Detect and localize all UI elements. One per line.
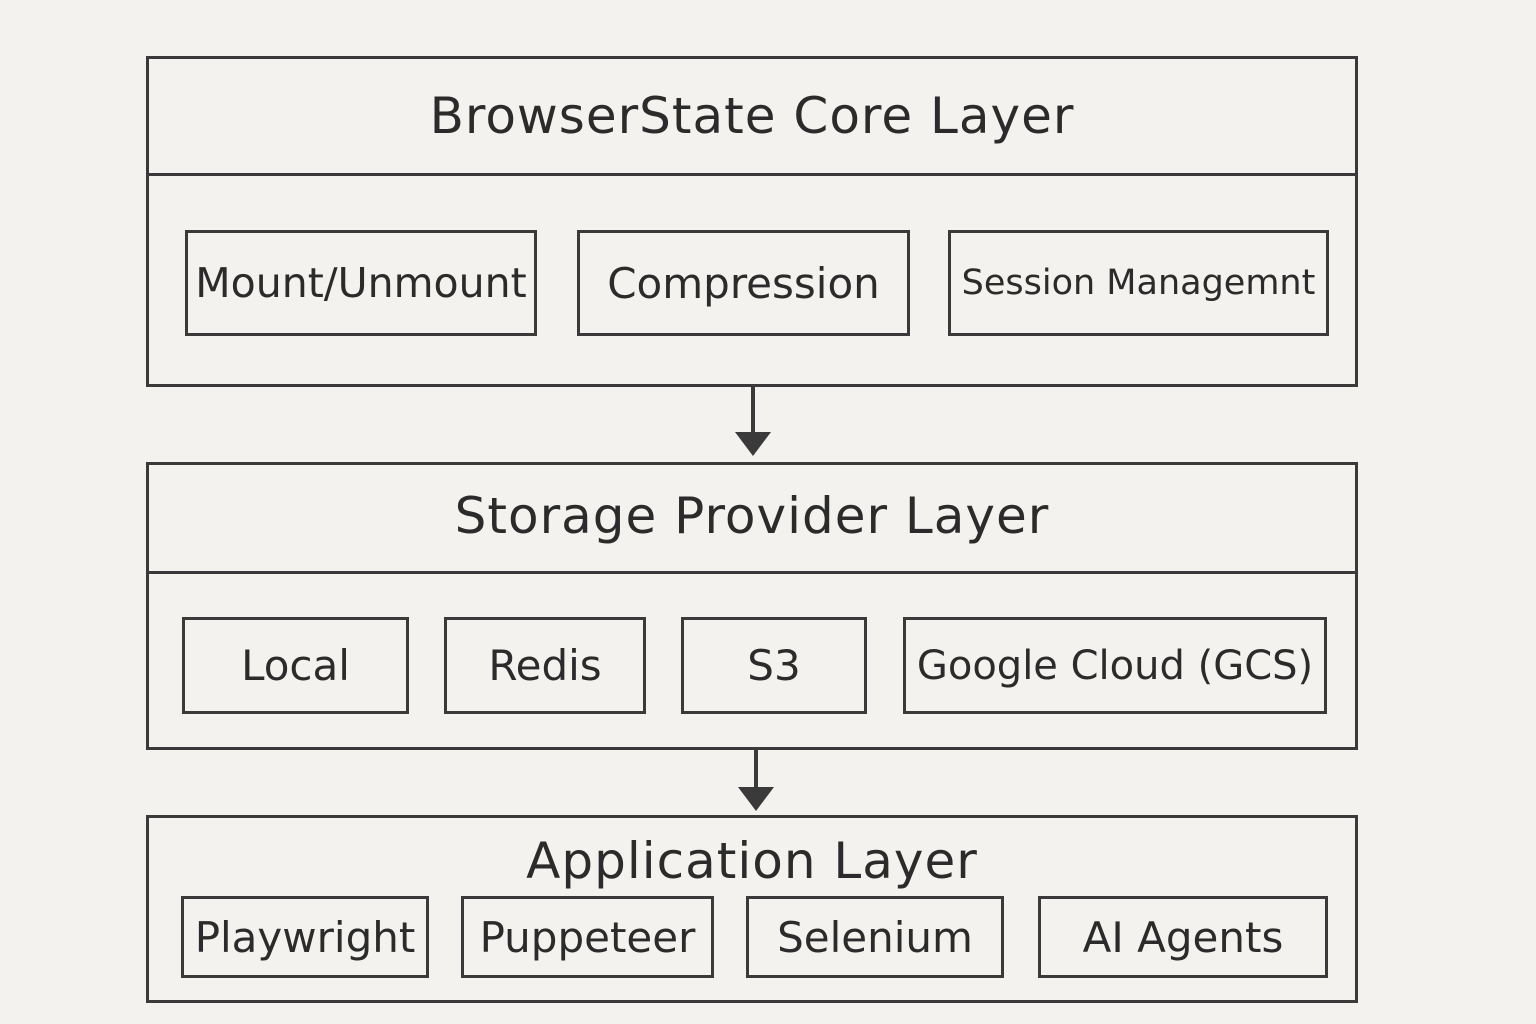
core-component-label: Compression <box>607 258 880 308</box>
application-layer-title: Application Layer <box>526 832 978 890</box>
arrow-core-to-storage <box>735 386 771 456</box>
storage-component-label: Redis <box>488 641 602 690</box>
application-layer: Application Layer Playwright Puppeteer S… <box>146 815 1358 1003</box>
core-component-mount-unmount: Mount/Unmount <box>185 230 537 336</box>
core-component-compression: Compression <box>577 230 910 336</box>
core-layer-title: BrowserState Core Layer <box>429 87 1075 145</box>
storage-layer-title: Storage Provider Layer <box>454 487 1050 545</box>
app-component-label: Selenium <box>777 912 973 962</box>
core-component-label: Mount/Unmount <box>195 259 527 307</box>
arrow-storage-to-application <box>738 749 774 811</box>
core-component-label: Session Managemnt <box>961 263 1316 303</box>
app-component-label: Playwright <box>194 912 416 962</box>
app-component-playwright: Playwright <box>181 896 429 978</box>
storage-component-redis: Redis <box>444 617 646 714</box>
storage-component-label: S3 <box>747 641 801 690</box>
storage-layer: Storage Provider Layer Local Redis S3 Go… <box>146 462 1358 750</box>
app-component-selenium: Selenium <box>746 896 1004 978</box>
storage-component-local: Local <box>182 617 409 714</box>
core-component-session-management: Session Managemnt <box>948 230 1329 336</box>
storage-component-s3: S3 <box>681 617 867 714</box>
storage-component-label: Local <box>241 641 350 690</box>
app-component-ai-agents: AI Agents <box>1038 896 1328 978</box>
app-component-puppeteer: Puppeteer <box>461 896 714 978</box>
app-component-label: AI Agents <box>1082 912 1284 962</box>
core-layer-divider <box>149 173 1355 176</box>
app-component-label: Puppeteer <box>479 912 696 962</box>
storage-component-label: Google Cloud (GCS) <box>916 642 1314 689</box>
storage-layer-divider <box>149 571 1355 574</box>
core-layer: BrowserState Core Layer Mount/Unmount Co… <box>146 56 1358 387</box>
storage-component-gcs: Google Cloud (GCS) <box>903 617 1327 714</box>
